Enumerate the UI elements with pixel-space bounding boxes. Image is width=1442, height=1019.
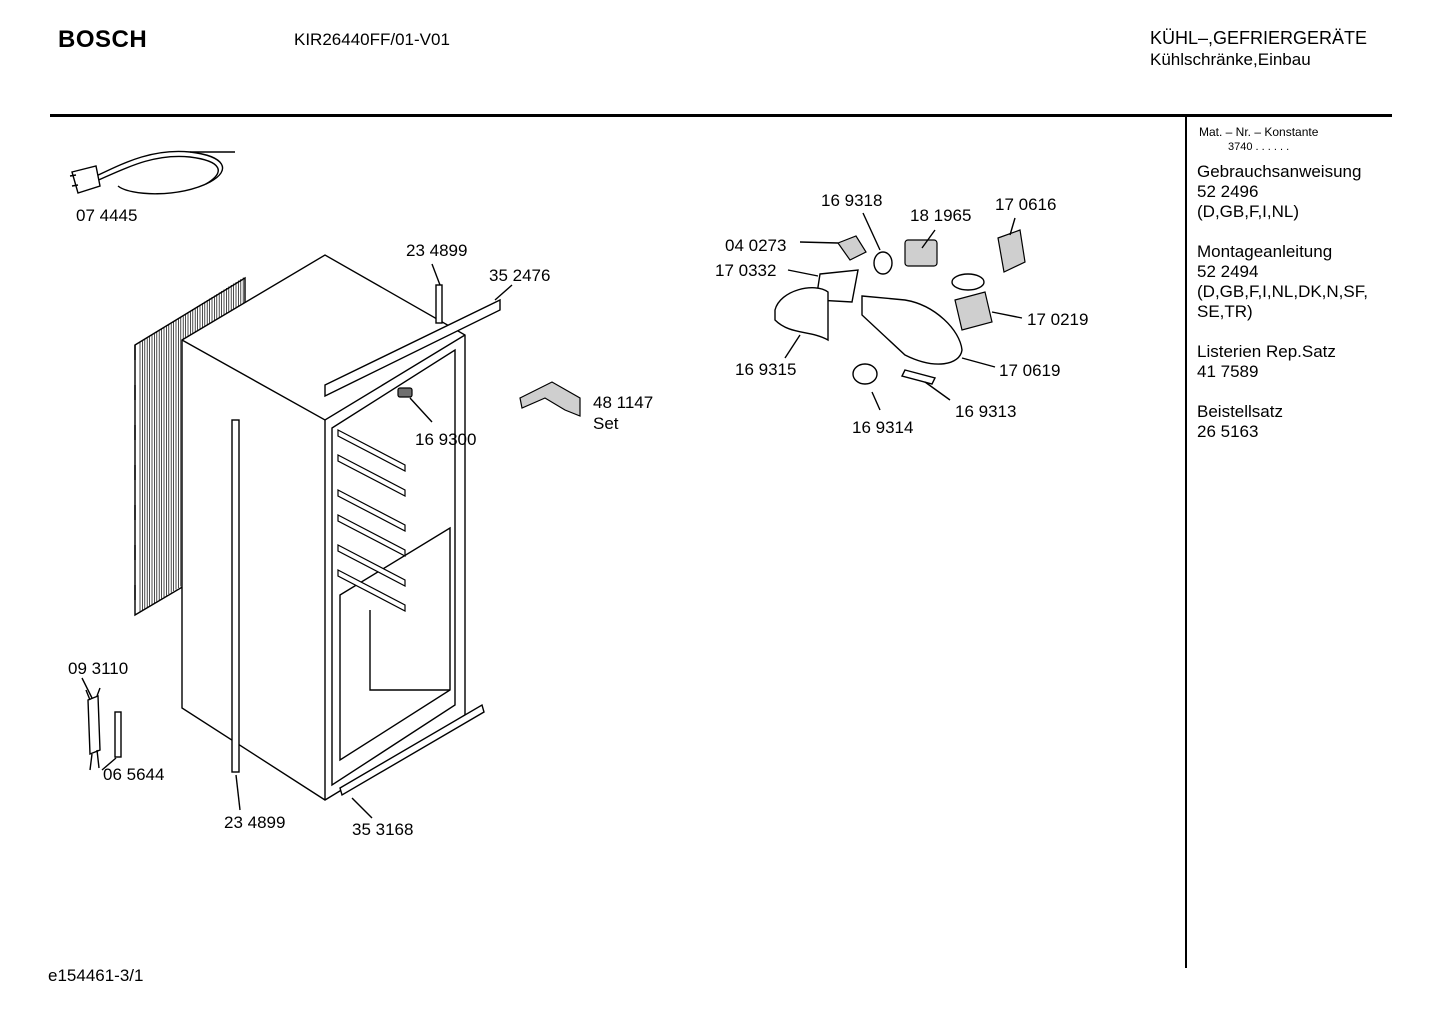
leader-lines bbox=[81, 212, 1023, 819]
shelf-rail bbox=[337, 514, 406, 557]
sidebar-block-title: Montageanleitung bbox=[1197, 242, 1333, 261]
label-lamp-holder: 16 9318 bbox=[821, 191, 882, 210]
shelf-rail bbox=[337, 569, 406, 612]
label-bulb: 04 0273 bbox=[725, 236, 786, 255]
power-cord-drawing bbox=[69, 150, 235, 195]
sidebar-block-line: SE,TR) bbox=[1197, 302, 1253, 321]
label-heater-element: 06 5644 bbox=[103, 765, 164, 784]
label-top-bracket: 35 2476 bbox=[489, 266, 550, 285]
heater-element-drawing bbox=[114, 711, 122, 758]
sidebar-block-title: Beistellsatz bbox=[1197, 402, 1283, 421]
label-diffuser-plate: 17 0332 bbox=[715, 261, 776, 280]
label-switch: 17 0616 bbox=[995, 195, 1056, 214]
cabinet-body bbox=[181, 254, 466, 801]
label-sensor: 16 9300 bbox=[415, 430, 476, 449]
label-power-cord: 07 4445 bbox=[76, 206, 137, 225]
sidebar-block-installation: Montageanleitung 52 2494 (D,GB,F,I,NL,DK… bbox=[1197, 242, 1368, 322]
label-hinge-set: 48 1147 bbox=[593, 393, 653, 412]
mat-nr-value: 3740 . . . . . . bbox=[1228, 141, 1290, 153]
sidebar-block-line: (D,GB,F,I,NL) bbox=[1197, 202, 1300, 221]
model-number: KIR26440FF/01-V01 bbox=[294, 30, 450, 49]
sidebar-block-accessory: Beistellsatz 26 5163 bbox=[1197, 402, 1283, 442]
sidebar-block-title: Listerien Rep.Satz bbox=[1197, 342, 1336, 361]
header-divider bbox=[50, 114, 1392, 117]
category-subtitle: Kühlschränke,Einbau bbox=[1150, 50, 1311, 69]
top-bracket-drawing bbox=[324, 284, 501, 398]
sidebar-block-line: 26 5163 bbox=[1197, 422, 1259, 441]
sidebar-block-line: (D,GB,F,I,NL,DK,N,SF, bbox=[1197, 282, 1368, 301]
shelf-rail bbox=[337, 454, 406, 497]
sidebar-block-title: Gebrauchsanweisung bbox=[1197, 162, 1362, 181]
label-door-seal-top: 23 4899 bbox=[406, 241, 467, 260]
hinge-set-drawing bbox=[519, 381, 581, 417]
mat-nr-label: Mat. – Nr. – Konstante bbox=[1199, 125, 1319, 139]
shelf-rail bbox=[337, 544, 406, 587]
label-lamp-housing: 17 0619 bbox=[999, 361, 1060, 380]
drawing-id: e154461-3/1 bbox=[48, 966, 144, 985]
sidebar-block-listeria: Listerien Rep.Satz 41 7589 bbox=[1197, 342, 1336, 382]
shelf-rail bbox=[337, 489, 406, 532]
bottom-strip-drawing bbox=[339, 703, 485, 797]
label-door-seal-side: 23 4899 bbox=[224, 813, 285, 832]
sidebar-block-manual: Gebrauchsanweisung 52 2496 (D,GB,F,I,NL) bbox=[1197, 162, 1361, 222]
label-thermal-fuse: 09 3110 bbox=[68, 659, 128, 678]
label-bottom-strip: 35 3168 bbox=[352, 820, 413, 839]
label-lamp-socket: 18 1965 bbox=[910, 206, 971, 225]
sidebar-block-line: 41 7589 bbox=[1197, 362, 1259, 381]
sidebar-block-line: 52 2494 bbox=[1197, 262, 1259, 281]
category-title: KÜHL–,GEFRIERGERÄTE bbox=[1150, 28, 1368, 48]
label-hinge-set-suffix: Set bbox=[593, 414, 619, 433]
sidebar-block-line: 52 2496 bbox=[1197, 182, 1259, 201]
label-knob: 16 9314 bbox=[852, 418, 913, 437]
label-indicator-strip: 16 9313 bbox=[955, 402, 1016, 421]
label-lamp-cover: 16 9315 bbox=[735, 360, 796, 379]
sensor-drawing bbox=[397, 387, 413, 398]
lamp-assembly-drawing bbox=[774, 229, 1026, 385]
shelf-rail bbox=[337, 429, 406, 472]
brand-logo: BOSCH bbox=[58, 26, 148, 53]
thermal-fuse-drawing bbox=[85, 687, 101, 771]
sidebar-divider bbox=[1185, 116, 1187, 968]
label-thermostat: 17 0219 bbox=[1027, 310, 1088, 329]
door-seal-side-drawing bbox=[231, 419, 240, 773]
